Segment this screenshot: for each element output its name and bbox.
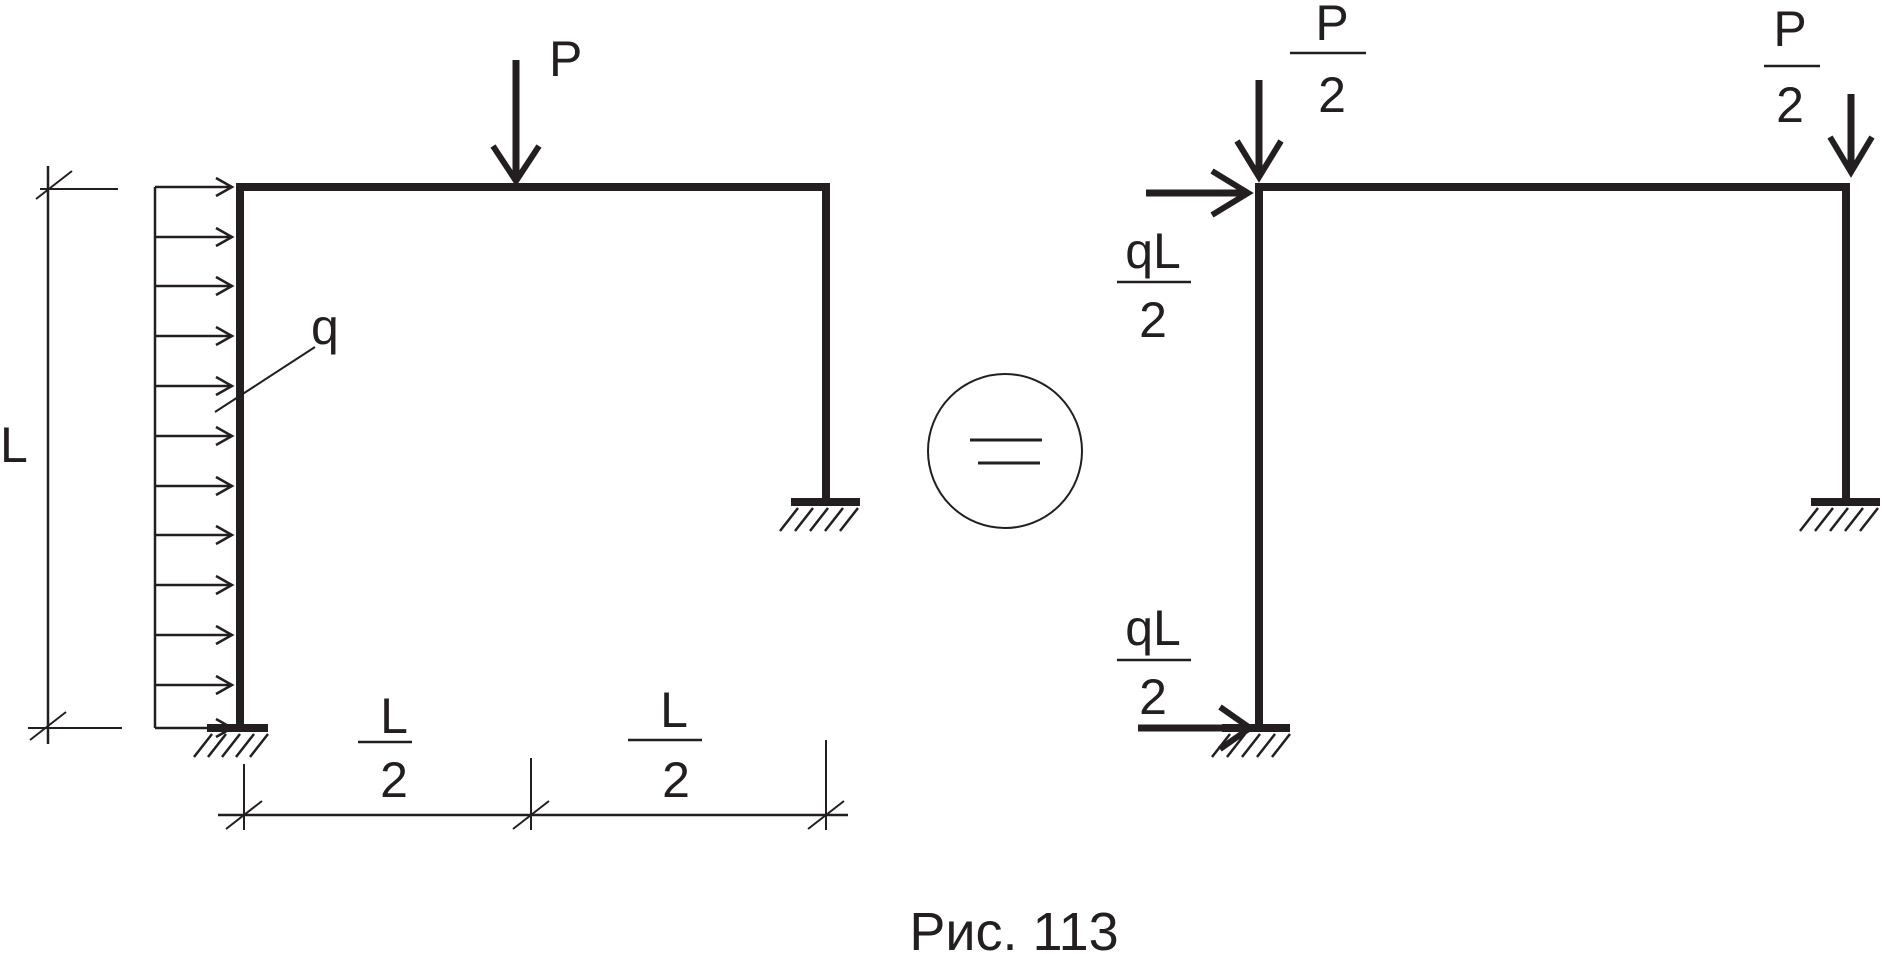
height-dimension-label: L	[0, 417, 28, 473]
half-P-arrow-left	[1234, 80, 1284, 183]
right-frame-members	[1255, 183, 1850, 728]
half-qL-arrow-base	[1138, 704, 1256, 752]
half-qL-arrow-top	[1146, 168, 1254, 218]
svg-text:2: 2	[1139, 669, 1167, 725]
figure-caption: Рис. 113	[909, 902, 1118, 954]
load-P-arrow	[490, 60, 542, 187]
right-frame: P 2 P 2 qL 2 qL	[1117, 0, 1880, 758]
svg-text:2: 2	[380, 752, 408, 808]
half-qL-fraction-base: qL 2	[1117, 600, 1191, 725]
right-frame-fixed-support-left	[1211, 724, 1291, 758]
svg-text:2: 2	[1318, 67, 1346, 123]
left-frame-fixed-support-left	[193, 724, 269, 758]
svg-text:qL: qL	[1125, 223, 1181, 279]
span-right-fraction: L 2	[628, 682, 702, 808]
svg-text:2: 2	[1139, 292, 1167, 348]
span-left-fraction: L 2	[358, 688, 412, 808]
half-P-arrow-right	[1827, 94, 1875, 178]
svg-text:2: 2	[1776, 77, 1804, 133]
half-qL-fraction-top: qL 2	[1117, 223, 1191, 348]
load-q-label: q	[311, 299, 339, 355]
load-P-label: P	[549, 31, 582, 87]
left-frame-fixed-support-right	[779, 498, 860, 532]
svg-text:L: L	[660, 682, 688, 738]
equivalence-symbol	[927, 373, 1083, 529]
left-frame: P	[0, 31, 860, 830]
half-P-fraction-right: P 2	[1764, 1, 1820, 133]
span-dimension	[218, 740, 848, 830]
distributed-load-q	[153, 176, 316, 739]
svg-text:L: L	[380, 688, 408, 744]
svg-text:qL: qL	[1125, 600, 1181, 656]
svg-text:P: P	[1773, 1, 1806, 57]
half-P-fraction-left: P 2	[1290, 0, 1366, 123]
svg-text:P: P	[1315, 0, 1348, 51]
right-frame-fixed-support-right	[1799, 498, 1880, 532]
svg-text:2: 2	[662, 752, 690, 808]
left-frame-members	[236, 183, 830, 728]
height-dimension	[28, 166, 122, 744]
